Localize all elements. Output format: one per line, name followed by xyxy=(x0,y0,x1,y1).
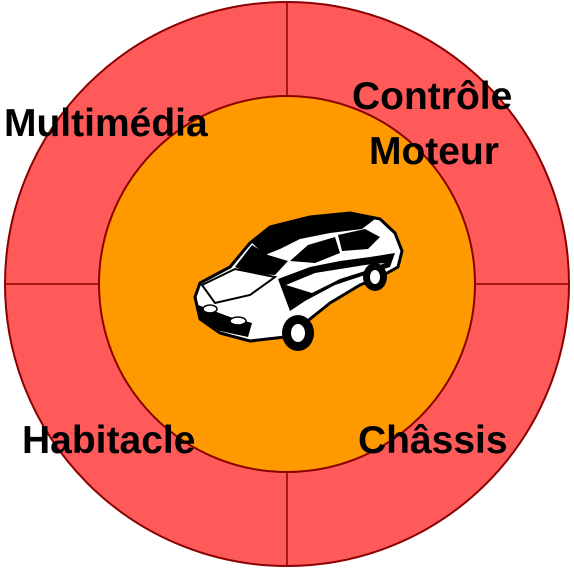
segment-label-multimedia: Multimédia xyxy=(4,102,208,145)
segment-label-controle: Contrôle xyxy=(352,75,513,118)
segment-label-moteur: Moteur xyxy=(369,130,499,173)
segment-label-chassis: Châssis xyxy=(358,419,508,462)
car-icon xyxy=(193,211,404,351)
segment-label-habitacle: Habitacle xyxy=(22,419,196,462)
